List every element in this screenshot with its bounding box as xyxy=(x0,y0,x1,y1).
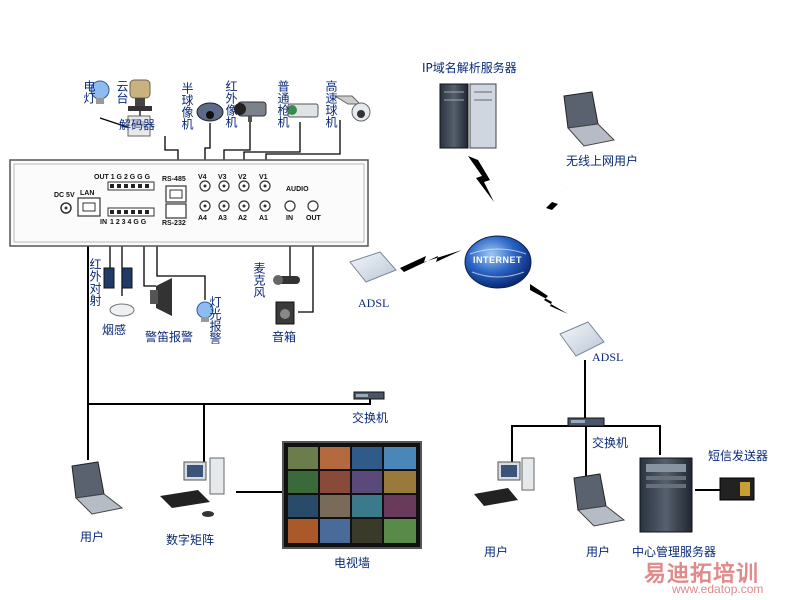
adsl-modem-right-icon xyxy=(559,321,605,357)
v3-label: V3 xyxy=(218,174,227,181)
v1-label: V1 xyxy=(259,174,268,181)
v2-label: V2 xyxy=(238,174,247,181)
a2-label: A2 xyxy=(238,215,247,222)
ptz-head-icon xyxy=(128,79,152,111)
speaker-icon xyxy=(275,301,295,325)
sms-sender-icon xyxy=(719,477,755,501)
lightning-adsl-left xyxy=(400,250,462,272)
dvr-inner xyxy=(13,163,365,243)
watermark-url: www.edatop.com xyxy=(672,582,764,596)
switch-right-label: 交换机 xyxy=(592,436,629,450)
dns-server-label: IP域名解析服务器 xyxy=(422,61,517,75)
center-server-label: 中心管理服务器 xyxy=(632,545,717,559)
microphone-icon xyxy=(273,275,300,285)
tv-wall xyxy=(282,441,422,549)
smoke-detector-icon xyxy=(109,303,135,317)
lan-label: LAN xyxy=(80,190,95,197)
light-label: 电灯 xyxy=(82,80,96,104)
lightning-adsl-right xyxy=(530,284,568,314)
audio-label: AUDIO xyxy=(286,186,309,193)
internet-label: INTERNET xyxy=(473,255,522,265)
speed-dome-label: 高速球机 xyxy=(324,80,338,128)
user-right-1-label: 用户 xyxy=(484,545,509,559)
alarm-in-pins xyxy=(110,210,149,214)
strobe-light-icon xyxy=(196,301,214,322)
lan-link xyxy=(87,216,371,405)
user-left-label: 用户 xyxy=(80,530,105,544)
ir-camera-label: 红外像机 xyxy=(224,80,238,128)
decoder-icon xyxy=(127,115,151,137)
center-server-icon xyxy=(639,457,693,533)
dns-server-rack-icon xyxy=(439,83,497,149)
a4-label: A4 xyxy=(198,215,207,222)
bullet-camera-label: 普通枪机 xyxy=(276,80,290,128)
decoder-label: 解码器 xyxy=(119,118,156,132)
alarm-out-label: OUT 1 G 2 G G G xyxy=(94,174,151,181)
rs485-label: RS-485 xyxy=(162,176,186,183)
ir-beam-icon xyxy=(103,267,133,289)
alarm-in-label: 1 2 3 4 G G xyxy=(110,219,147,226)
laptop-right-icon xyxy=(573,473,626,527)
wireless-laptop-icon xyxy=(563,91,616,147)
tv-wall-screens xyxy=(288,447,416,543)
audio-jacks xyxy=(284,200,319,212)
audio-in-label: IN xyxy=(286,215,293,222)
in-label: IN xyxy=(100,219,107,226)
siren-icon xyxy=(150,278,172,316)
siren-label: 警笛报警 xyxy=(145,330,194,344)
lightning-dns xyxy=(468,156,494,202)
desktop-right-icon xyxy=(474,457,535,506)
ptz-label: 云台 xyxy=(115,80,129,104)
watermark-brand: 易迪拓培训 xyxy=(644,562,760,587)
dome-camera-icon xyxy=(196,102,224,122)
switch-right-icon xyxy=(567,417,605,427)
lan-port xyxy=(77,197,101,217)
laptop-left-icon xyxy=(71,461,124,515)
speaker-label: 音箱 xyxy=(272,330,297,344)
alarm-out-pins xyxy=(110,184,149,188)
internet-globe-icon xyxy=(464,235,532,289)
rs485-port xyxy=(165,185,187,203)
strobe-label: 灯光报警 xyxy=(208,296,222,344)
ir-beam-label: 红外对射 xyxy=(88,258,102,306)
rs232-port xyxy=(165,203,187,219)
v4-label: V4 xyxy=(198,174,207,181)
digital-matrix-label: 数字矩阵 xyxy=(166,533,215,547)
adsl-left-label: ADSL xyxy=(358,296,390,310)
microphone-label: 麦克风 xyxy=(252,262,266,298)
wireless-user-label: 无线上网用户 xyxy=(566,154,639,168)
light-bulb-icon xyxy=(90,80,110,104)
dc-label: DC 5V xyxy=(54,192,75,199)
dome-camera-label: 半球像机 xyxy=(180,82,194,130)
adsl-modem-left-icon xyxy=(349,251,397,283)
a1-label: A1 xyxy=(259,215,268,222)
light-to-decoder xyxy=(99,117,131,129)
tv-wall-label: 电视墙 xyxy=(334,556,371,570)
bullet-camera-icon xyxy=(287,103,319,118)
adsl-right-label: ADSL xyxy=(592,350,624,364)
sms-sender-label: 短信发送器 xyxy=(708,449,769,463)
bnc-connectors xyxy=(199,180,271,212)
ir-camera-icon xyxy=(234,101,267,122)
speaker-wire xyxy=(298,226,314,313)
wireless-links xyxy=(400,156,568,314)
lightning-wireless-user xyxy=(536,186,568,226)
audio-out-label: OUT xyxy=(306,215,321,222)
switch-left-label: 交换机 xyxy=(352,411,389,425)
smoke-label: 烟感 xyxy=(102,323,127,337)
speed-dome-icon xyxy=(333,95,371,122)
rs232-label: RS-232 xyxy=(162,220,186,227)
digital-matrix-pc-icon xyxy=(160,457,225,517)
a3-label: A3 xyxy=(218,215,227,222)
dvr-panel xyxy=(9,159,369,247)
switch-left-icon xyxy=(353,391,385,400)
user-right-2-label: 用户 xyxy=(586,545,611,559)
